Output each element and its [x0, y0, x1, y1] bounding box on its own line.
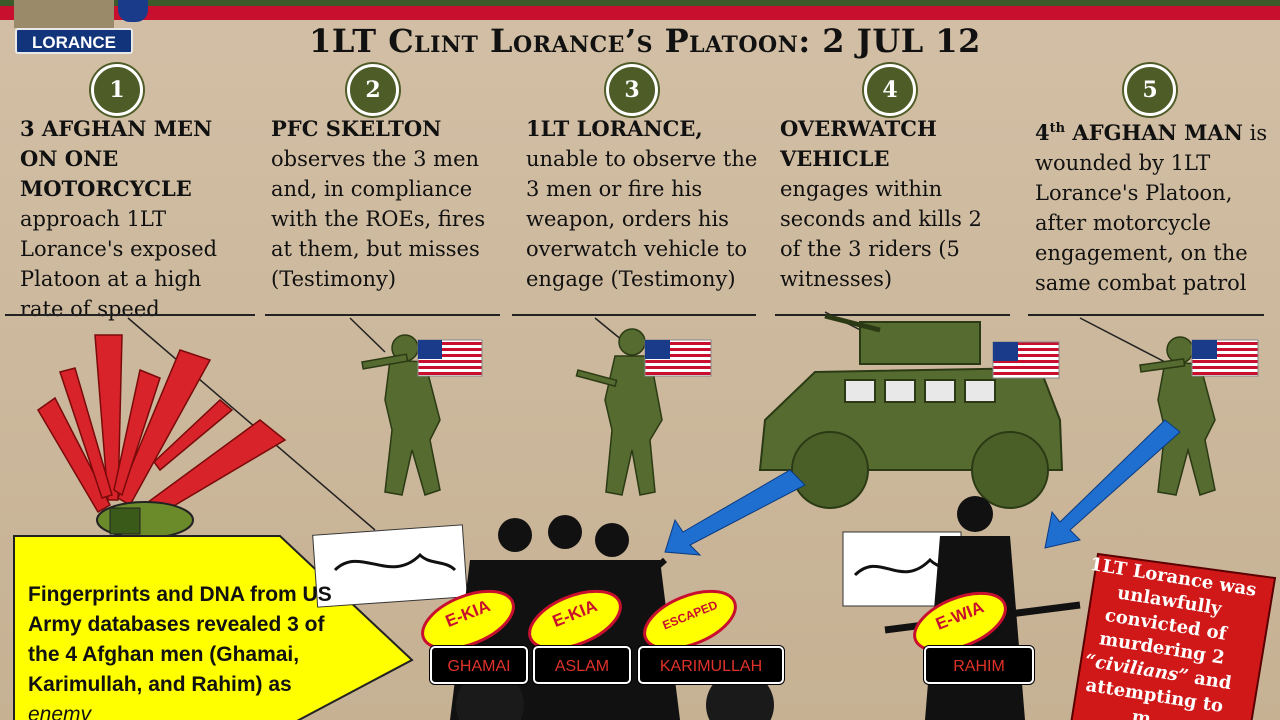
step-3-lead: 1LT LORANCE, [526, 116, 703, 141]
step-3-text: 1LT LORANCE, unable to observe the 3 men… [526, 114, 766, 294]
evidence-text: Fingerprints and DNA from US Army databa… [28, 580, 358, 720]
step-2-lead: PFC SKELTON [271, 116, 442, 141]
step-2-text: PFC SKELTON observes the 3 men and, in c… [271, 114, 499, 294]
name-tag-ghamai: GHAMAI [430, 646, 528, 684]
top-border [0, 0, 1280, 20]
evidence-emphasis: enemy [28, 703, 92, 720]
step-1-body: approach 1LT Lorance's exposed Platoon a… [20, 207, 218, 321]
fire-arrow-icon [664, 469, 806, 556]
name-tag-rahim: RAHIM [924, 646, 1034, 684]
explosion-icon [37, 334, 287, 521]
step-number-3: 3 [606, 64, 658, 116]
step-4-body: engages within seconds and kills 2 of th… [780, 177, 982, 291]
status-badge-ghamai [421, 589, 515, 651]
divider-5 [1028, 314, 1264, 316]
step-number-5: 5 [1124, 64, 1176, 116]
step-5-lead: 4th AFGHAN MAN is [1035, 120, 1268, 145]
step-4-lead: OVERWATCH VEHICLE [780, 116, 937, 171]
divider-3 [512, 314, 756, 316]
soldier-silhouette-3 [575, 328, 663, 496]
slide-title: 1LT Clint Lorance’s Platoon: 2 JUL 12 [309, 22, 981, 60]
divider-4 [775, 314, 1010, 316]
name-badge: LORANCE [15, 28, 133, 54]
name-tag-karimullah: KARIMULLAH [638, 646, 784, 684]
step-1-lead: 3 AFGHAN MEN ON ONE MOTORCYCLE [20, 116, 213, 201]
step-5-text: 4th AFGHAN MAN is wounded by 1LT Lorance… [1035, 114, 1270, 298]
name-tag-aslam: ASLAM [533, 646, 631, 684]
step-number-2: 2 [347, 64, 399, 116]
status-badge-rahim [913, 591, 1007, 653]
step-2-body: observes the 3 men and, in compliance wi… [271, 147, 486, 291]
step-number-1: 1 [91, 64, 143, 116]
step-3-body: unable to observe the 3 men or fire his … [526, 147, 758, 291]
unit-insignia-icon [118, 0, 148, 22]
verdict-text: 1LT Lorance was unlawfully convicted of … [1083, 553, 1258, 720]
step-4-text: OVERWATCH VEHICLE engages within seconds… [780, 114, 1000, 294]
soldier-silhouette-2 [361, 334, 441, 496]
portrait-thumbnail [14, 0, 114, 28]
step-number-4: 4 [864, 64, 916, 116]
divider-1 [5, 314, 255, 316]
divider-2 [265, 314, 500, 316]
top-border-green [0, 0, 1280, 6]
step-1-text: 3 AFGHAN MEN ON ONE MOTORCYCLE approach … [20, 114, 250, 324]
fire-arrow-icon [1044, 419, 1181, 549]
status-badge-karimullah [643, 589, 737, 651]
verdict-box [1070, 552, 1277, 720]
evidence-callout [13, 535, 414, 720]
step-5-body: wounded by 1LT Lorance's Platoon, after … [1035, 151, 1248, 295]
status-badge-aslam [528, 589, 622, 651]
